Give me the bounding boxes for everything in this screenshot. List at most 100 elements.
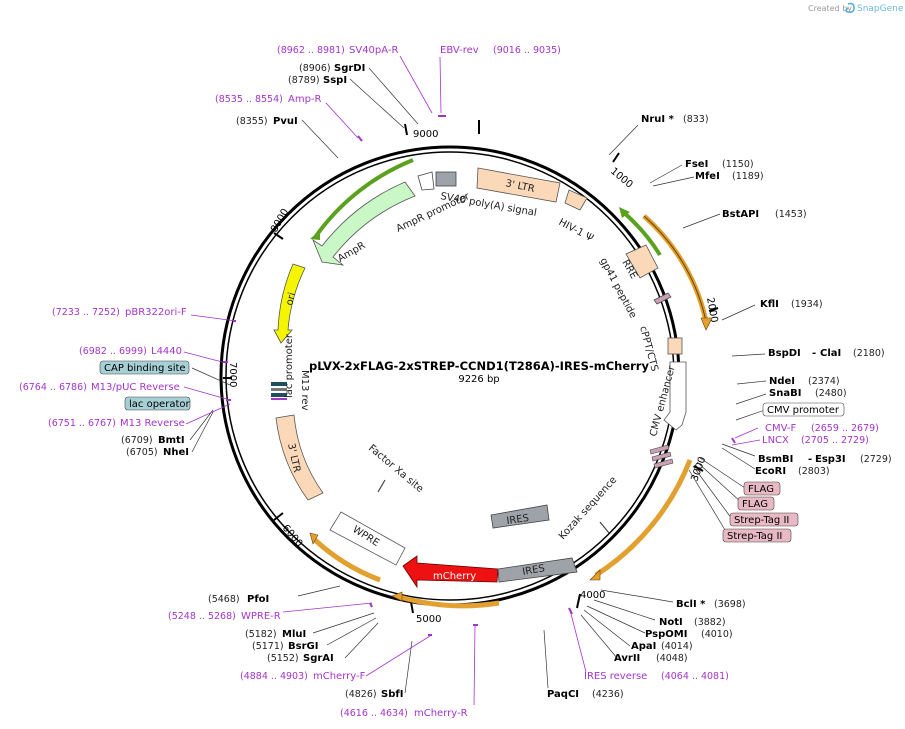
enzyme-bsrgi-pos: (5171) (252, 641, 284, 652)
enzyme-bcli-pos: (3698) (714, 599, 746, 610)
tick-7000: 7000 (227, 362, 238, 387)
orange-arrow-bottom (399, 594, 500, 609)
enzyme-pspomi-pos: (4010) (701, 629, 733, 640)
enzyme-ndei: NdeI (769, 376, 795, 387)
enzyme-bspdi: BspDI (768, 348, 801, 359)
enzyme-apai-pos: (4014) (661, 641, 693, 652)
enzyme-mlui-pos: (5182) (245, 629, 277, 640)
enzyme-clai: ClaI (820, 348, 841, 359)
primer-mcherry-r-pos: (4616 .. 4634) (340, 708, 408, 719)
factor-xa-label: Factor Xa site (366, 443, 425, 495)
primer-cmv-f: CMV-F (765, 423, 796, 434)
enzyme-ecori: EcoRI (755, 466, 786, 477)
enzyme-clai-pos: (2180) (853, 348, 885, 359)
primer-wpre-r-pos: (5248 .. 5268) (168, 611, 236, 622)
lac-promoter-label: lac promoter (284, 333, 295, 398)
created-by-label: Created by (808, 4, 852, 13)
tick-2000: 2000 (704, 297, 719, 324)
sv40-polya-shape (435, 171, 457, 187)
primer-marks (223, 115, 736, 636)
enzyme-sbfi-pos: (4826) (345, 689, 377, 700)
ires-middle-label: IRES (506, 513, 530, 527)
ampr-shape (312, 181, 416, 266)
ltr3-left-shape (275, 414, 324, 501)
cmv-promoter-label: CMV promoter (767, 405, 840, 416)
enzyme-fsei: FseI (685, 159, 708, 170)
lac-marks (271, 382, 287, 400)
cap-binding-site-label: CAP binding site (104, 363, 186, 374)
enzyme-mlui: MluI (282, 629, 306, 640)
enzyme-kfli-pos: (1934) (791, 299, 823, 310)
gp41-peptide-shape (653, 292, 672, 305)
enzyme-sbfi: SbfI (381, 689, 403, 700)
tick-5000: 5000 (416, 614, 441, 625)
enzyme-snabi: SnaBI (769, 388, 801, 399)
flag2-label: FLAG (742, 499, 768, 510)
primer-ebv-rev-pos: (9016 .. 9035) (493, 45, 561, 56)
enzyme-noti-pos: (3882) (694, 617, 726, 628)
primer-sv40pa-r-pos: (8962 .. 8981) (277, 45, 345, 56)
enzyme-bmti: BmtI (158, 435, 185, 446)
enzyme-ndei-pos: (2374) (808, 376, 840, 387)
kozak-mark (599, 521, 610, 534)
orange-arrow-lower-left (313, 538, 381, 583)
rre-shape (625, 244, 659, 279)
mcherry-shape (402, 555, 499, 589)
wpre-shape (329, 511, 406, 566)
enzyme-sgrai-pos: (5152) (267, 653, 299, 664)
enzyme-bcli: BclI * (676, 599, 706, 610)
primer-mcherry-r: mCherry-R (414, 708, 468, 719)
primer-l4440: L4440 (151, 346, 182, 357)
ires-lower-label: IRES (522, 563, 546, 578)
enzyme-pfoi: PfoI (247, 594, 269, 605)
primer-m13puc-reverse-pos: (6764 .. 6786) (19, 382, 87, 393)
ltr3-top-shape (476, 167, 561, 203)
mcherry-label: mCherry (433, 571, 476, 582)
strep2-label: Strep-Tag II (727, 531, 782, 542)
m13-rev-label: M13 rev (299, 370, 310, 411)
primer-leader-lines (183, 55, 761, 706)
enzyme-paqci: PaqCI (547, 689, 579, 700)
enzyme-nhei: NheI (163, 447, 189, 458)
leader-lines (189, 67, 767, 694)
enzyme-esp3i: Esp3I (815, 454, 846, 465)
primer-amp-r-pos: (8535 .. 8554) (215, 94, 283, 105)
enzyme-bmti-pos: (6709) (121, 435, 153, 446)
primer-pbr322ori-f: pBR322ori-F (125, 307, 187, 318)
primer-l4440-pos: (6982 .. 6999) (79, 346, 147, 357)
enzyme-mfei-pos: (1189) (732, 171, 764, 182)
enzyme-sgrdi-pos: (8906) (299, 63, 331, 74)
enzyme-avrii-pos: (4048) (656, 653, 688, 664)
primer-m13puc-reverse: M13/pUC Reverse (91, 382, 180, 393)
enzyme-bsrgi: BsrGI (288, 641, 318, 652)
enzyme-separator: - (812, 348, 816, 359)
boxed-labels: CAP binding site lac operator CMV promot… (99, 360, 845, 543)
primer-ires-reverse: IRES reverse (584, 671, 647, 682)
snapgene-brand: SnapGene (857, 4, 904, 14)
enzyme-pvui-pos: (8355) (236, 116, 268, 127)
primer-wpre-r: WPRE-R (241, 611, 281, 622)
tick-6000: 6000 (280, 523, 305, 550)
enzyme-esp3i-pos: (2729) (860, 454, 892, 465)
ampr-promoter-shape (417, 171, 435, 191)
primer-amp-r: Amp-R (288, 94, 322, 105)
orange-arrow-lower-right (594, 459, 693, 578)
factor-xa-mark (377, 479, 386, 493)
enzyme-nrui-pos: (833) (683, 114, 709, 125)
scale-ticks (223, 123, 719, 614)
primer-ires-reverse-pos: (4064 .. 4081) (661, 671, 729, 682)
primer-mcherry-f-pos: (4884 .. 4903) (240, 671, 308, 682)
enzyme-avrii: AvrII (614, 653, 640, 664)
enzyme-pvui: PvuI (273, 116, 298, 127)
primer-ebv-rev: EBV-rev (440, 45, 479, 56)
cppt-shape (667, 337, 683, 355)
enzyme-sspi: SspI (323, 75, 347, 86)
ires-middle-shape (490, 504, 550, 529)
enzyme-paqci-pos: (4236) (592, 689, 624, 700)
enzyme-bstapi-pos: (1453) (775, 209, 807, 220)
enzyme-sspi-pos: (8789) (288, 75, 320, 86)
enzyme-kfli: KflI (760, 299, 779, 310)
enzyme-mfei: MfeI (695, 171, 720, 182)
enzyme-pfoi-pos: (5468) (208, 594, 240, 605)
